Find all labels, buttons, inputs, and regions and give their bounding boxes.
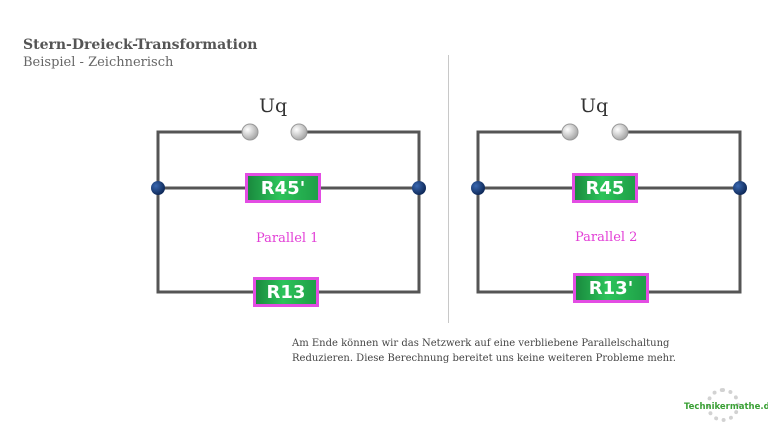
logo-text: Technikermathe.de: [684, 402, 768, 412]
page-title: Stern-Dreieck-Transformation: [23, 37, 258, 53]
left-node-left: [151, 181, 165, 195]
left-resistor-top: R45': [245, 173, 321, 203]
right-terminal-a: [561, 123, 579, 141]
left-parallel-label: Parallel 1: [256, 231, 319, 246]
right-resistor-top: R45: [572, 173, 638, 203]
left-outer-wire: [156, 130, 421, 294]
right-node-right: [733, 181, 747, 195]
left-circuit: [151, 123, 426, 294]
left-terminal-a: [241, 123, 259, 141]
page-subtitle: Beispiel - Zeichnerisch: [23, 55, 174, 70]
explanation-caption: Am Ende können wir das Netzwerk auf eine…: [292, 336, 732, 366]
caption-line-1: Am Ende können wir das Netzwerk auf eine…: [292, 338, 670, 349]
left-resistor-bottom: R13: [253, 277, 319, 307]
caption-line-2: Reduzieren. Diese Berechnung bereitet un…: [292, 353, 676, 364]
right-circuit: [471, 123, 747, 294]
right-terminal-b: [611, 123, 629, 141]
site-logo: Technikermathe.de: [684, 388, 768, 432]
left-terminal-b: [290, 123, 308, 141]
left-node-right: [412, 181, 426, 195]
right-source-label: Uq: [580, 95, 609, 117]
gear-icon: [706, 388, 740, 422]
left-source-label: Uq: [259, 95, 288, 117]
right-parallel-label: Parallel 2: [575, 230, 638, 245]
right-node-left: [471, 181, 485, 195]
right-outer-wire: [476, 130, 742, 294]
section-divider: [448, 55, 449, 323]
right-resistor-bottom: R13': [573, 273, 649, 303]
